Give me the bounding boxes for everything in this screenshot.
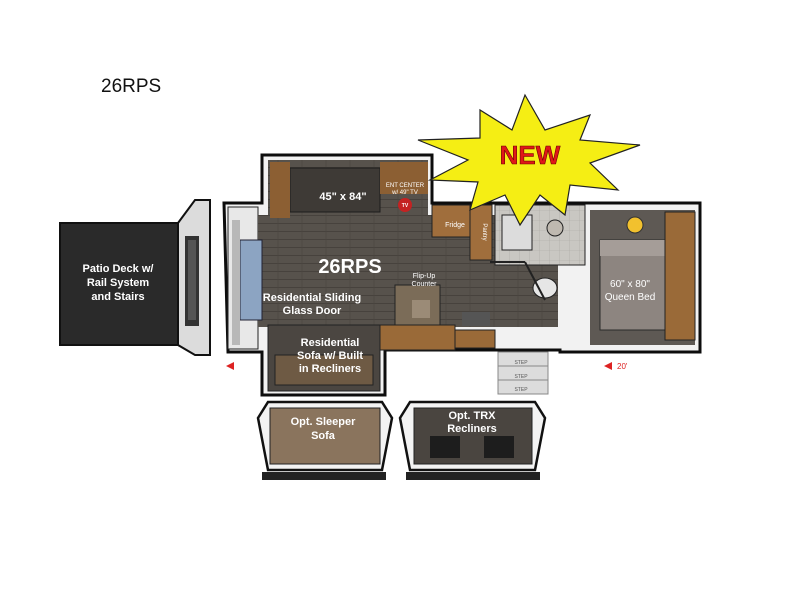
sofa-label-2: Sofa w/ Built xyxy=(297,350,363,362)
stove xyxy=(462,312,490,326)
plan-labels: Patio Deck w/ Rail System and Stairs 26R… xyxy=(83,183,656,442)
new-badge: NEW xyxy=(417,93,641,227)
glass-door-label-1: Residential Sliding xyxy=(263,292,361,304)
opt-sleeper-label-2: Sofa xyxy=(311,430,336,442)
opt-trx-label-1: Opt. TRX xyxy=(448,410,496,422)
step-label-1: STEP xyxy=(514,360,528,366)
fridge-label: Fridge xyxy=(445,222,465,229)
sofa-label-1: Residential xyxy=(301,337,360,349)
patio-label-3: and Stairs xyxy=(91,291,144,303)
sofa-label-3: in Recliners xyxy=(299,363,361,375)
patio-label-1: Patio Deck w/ xyxy=(83,263,154,275)
tv-icon xyxy=(398,198,412,212)
ent-center-label-1: ENT CENTER xyxy=(386,183,425,189)
marker-right-icon xyxy=(604,362,612,370)
glass-door xyxy=(232,220,263,345)
step-label-3: STEP xyxy=(514,387,528,393)
ent-center-label-2: w/ 49" TV xyxy=(391,190,418,196)
length-markers xyxy=(226,362,612,370)
plan-title: 26RPS xyxy=(101,76,162,97)
kitchen xyxy=(379,204,496,351)
opt-trx-recliners xyxy=(398,400,547,480)
ent-center xyxy=(398,198,412,212)
queen-bed-label-1: 60" x 80" xyxy=(610,279,650,290)
starburst-shape xyxy=(417,93,641,227)
entry-steps xyxy=(497,351,549,395)
light-icon xyxy=(626,216,644,234)
queen-bed-label-2: Queen Bed xyxy=(605,292,656,303)
opt-sleeper-sofa xyxy=(256,400,394,480)
bedroom xyxy=(599,211,696,341)
residential-sofa xyxy=(274,354,374,386)
patio-deck xyxy=(59,199,211,356)
flip-up-label-2: Counter xyxy=(412,281,438,288)
pantry-label: Pantry xyxy=(481,223,487,240)
fridge xyxy=(431,204,471,238)
slide-bed-label: 45" x 84" xyxy=(319,191,366,203)
length-label: 20' xyxy=(617,362,628,371)
patio-label-2: Rail System xyxy=(87,277,150,289)
step-label-2: STEP xyxy=(514,374,528,380)
marker-left-icon xyxy=(226,362,234,370)
opt-trx-label-2: Recliners xyxy=(447,423,497,435)
tv-label: TV xyxy=(402,203,409,209)
flip-up-label-1: Flip-Up xyxy=(413,273,436,280)
pantry xyxy=(469,204,493,261)
new-badge-label: NEW xyxy=(500,140,561,170)
model-label: 26RPS xyxy=(318,256,381,278)
glass-door-label-2: Glass Door xyxy=(283,305,342,317)
slide-murphy-bed xyxy=(270,162,428,218)
opt-sleeper-label-1: Opt. Sleeper xyxy=(291,416,357,428)
toilet xyxy=(532,277,558,299)
